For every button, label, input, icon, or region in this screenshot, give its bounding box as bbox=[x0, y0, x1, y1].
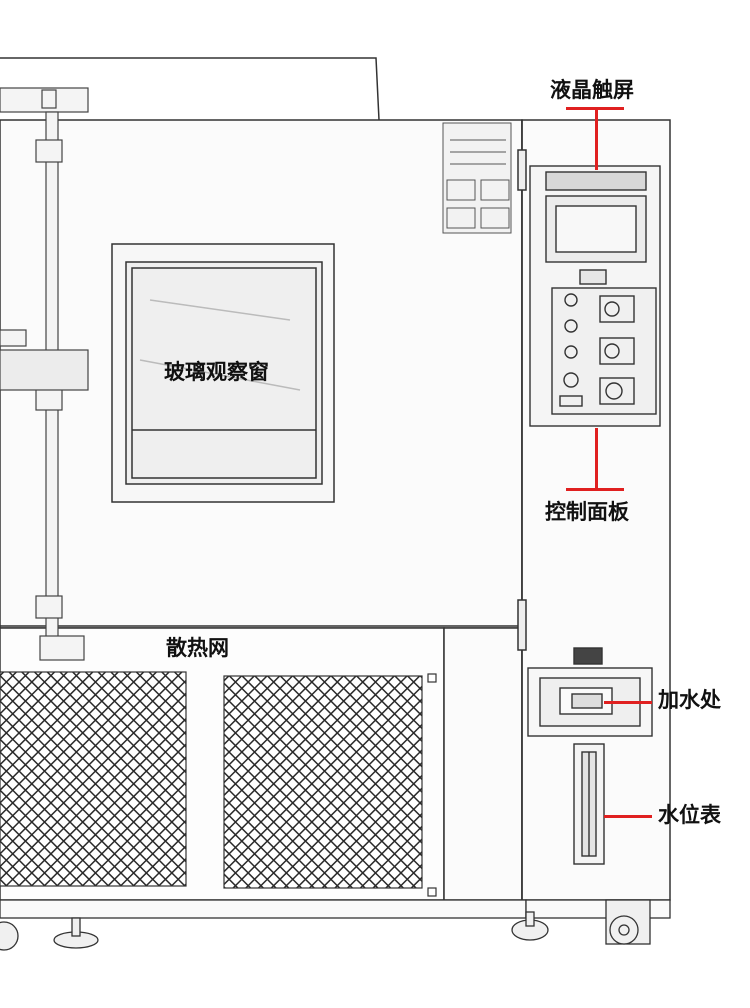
callout-line-lcd-v bbox=[595, 108, 598, 170]
label-lcd-touchscreen: 液晶触屏 bbox=[550, 78, 634, 102]
label-water-level: 水位表 bbox=[658, 803, 721, 827]
label-vent: 散热网 bbox=[166, 636, 229, 660]
door-hinge-rail bbox=[0, 87, 89, 661]
label-water-inlet: 加水处 bbox=[658, 688, 721, 712]
water-level-gauge bbox=[573, 743, 605, 865]
label-glass-window: 玻璃观察窗 bbox=[164, 360, 269, 384]
control-panel-box bbox=[529, 165, 661, 427]
callout-line-level bbox=[604, 815, 652, 818]
warning-labels bbox=[442, 122, 512, 234]
vent-mesh bbox=[0, 671, 437, 897]
callout-line-panel-h bbox=[566, 488, 624, 491]
callout-line-inlet bbox=[604, 701, 652, 704]
glass-window bbox=[111, 243, 335, 503]
callout-line-panel-v bbox=[595, 428, 598, 490]
cabinet-top bbox=[0, 57, 380, 121]
label-control-panel: 控制面板 bbox=[545, 500, 629, 524]
feet-and-casters bbox=[0, 899, 671, 951]
